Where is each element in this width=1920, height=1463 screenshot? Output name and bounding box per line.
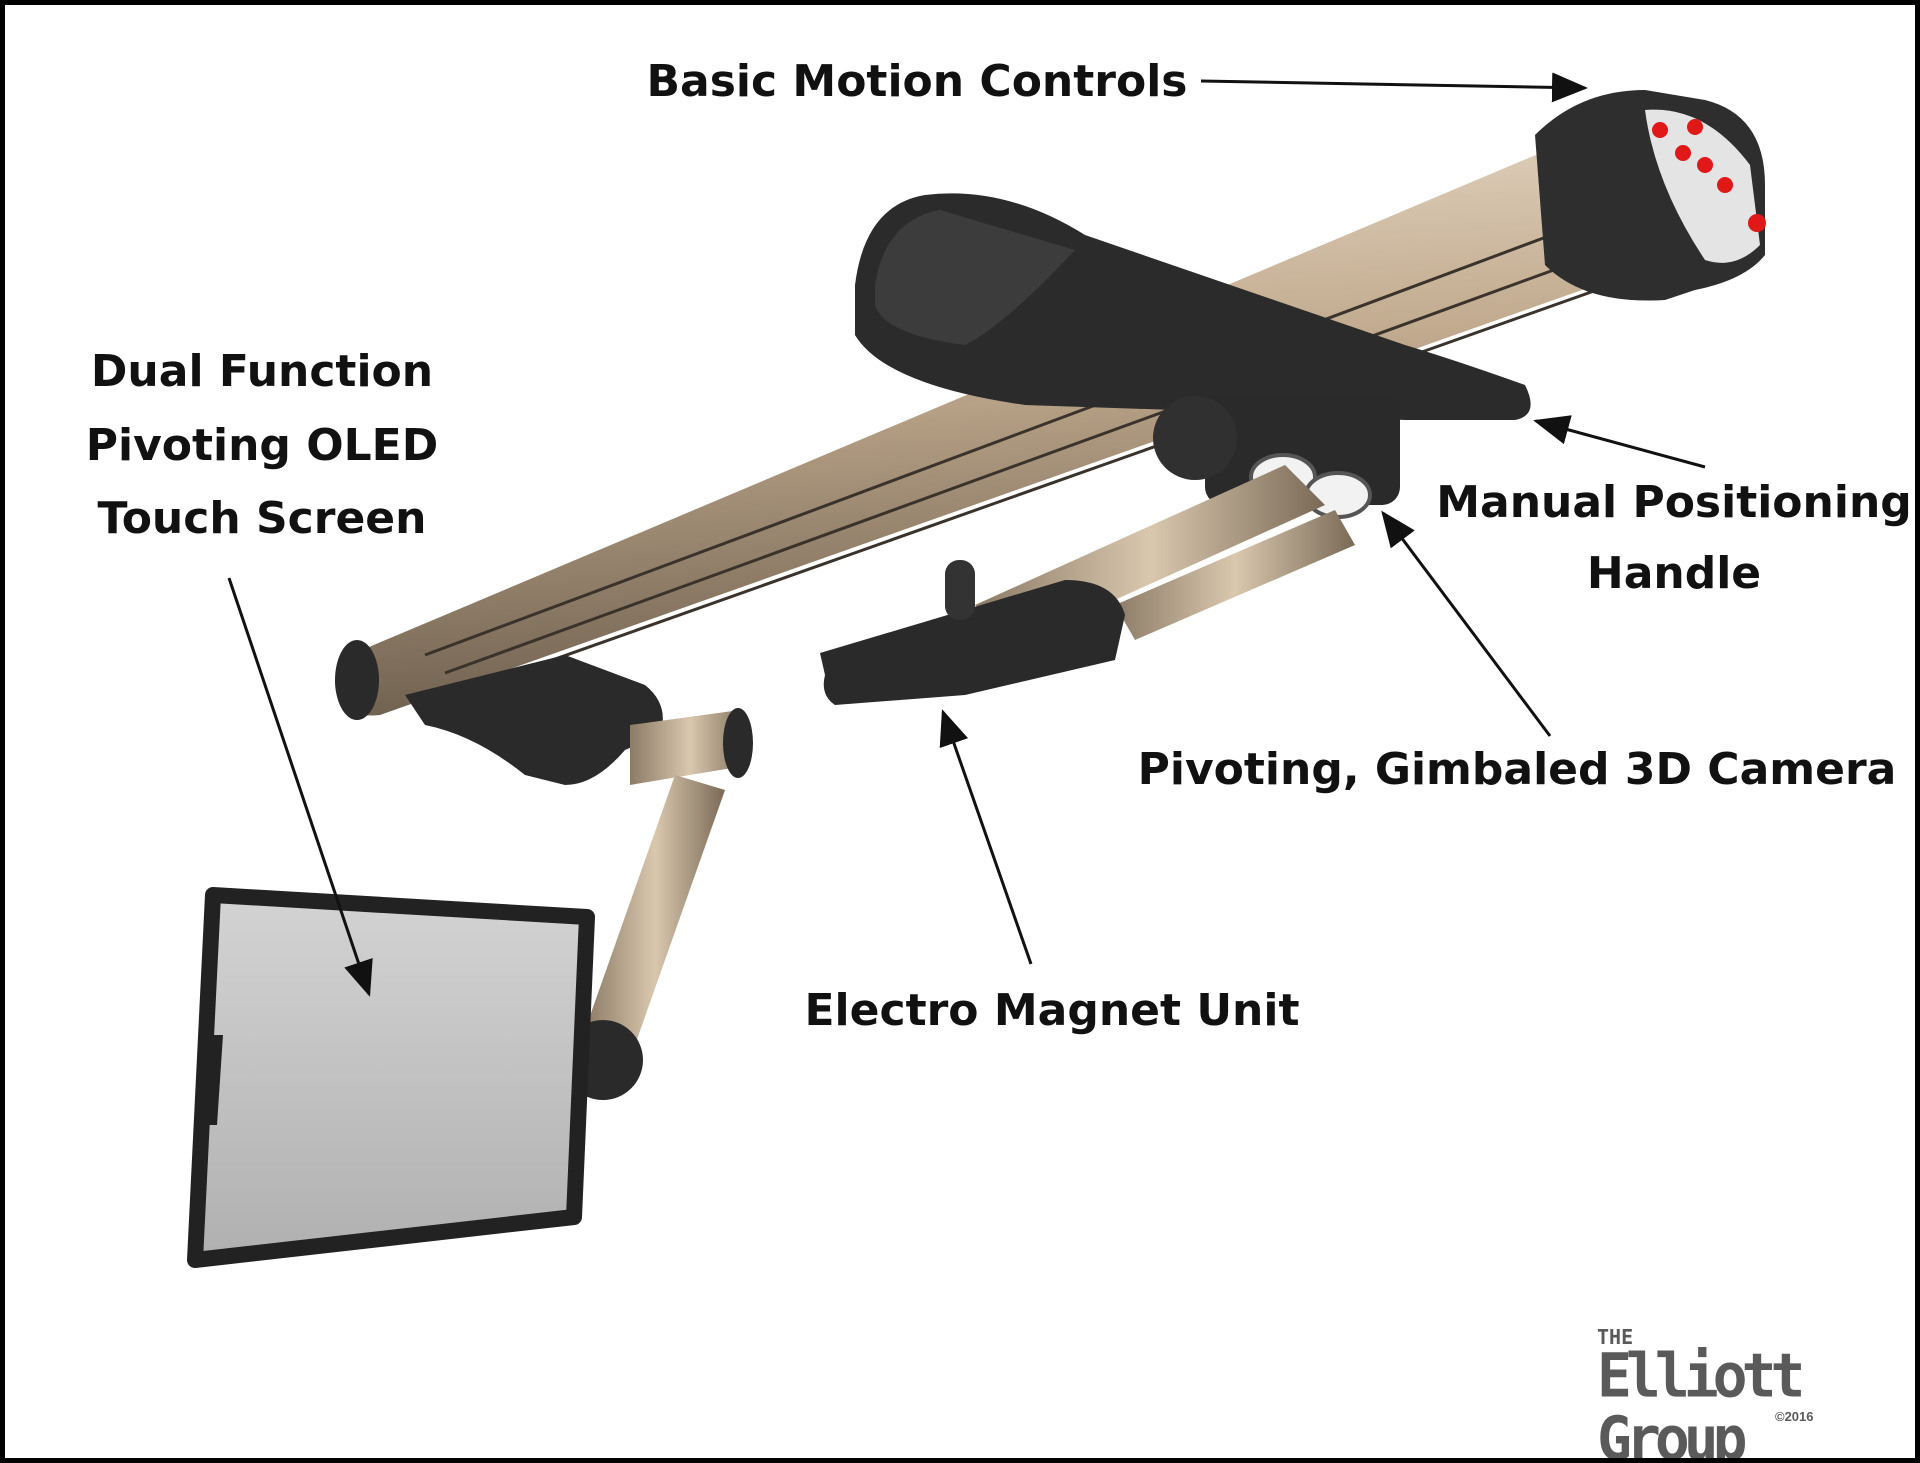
label-oled-line1: Dual Function [90, 346, 434, 397]
logo-name: Elliott Group [1597, 1339, 1805, 1463]
label-motion-controls: Basic Motion Controls [646, 56, 1188, 107]
control-button [1717, 177, 1733, 193]
label-camera: Pivoting, Gimbaled 3D Camera [1137, 744, 1897, 795]
logo-the: THE [1597, 1325, 1634, 1349]
rail-end-cap [335, 640, 379, 720]
arrow-magnet [939, 709, 1033, 965]
magnet-arm [1115, 510, 1355, 640]
label-oled-line3: Touch Screen [97, 493, 427, 544]
control-button [1687, 119, 1703, 135]
manual-positioning-handle [855, 193, 1531, 420]
control-button [1697, 157, 1713, 173]
device-illustration [187, 72, 1766, 1268]
screen-arm-upper [630, 710, 750, 785]
screen-arm-lower [585, 775, 725, 1045]
rail [335, 127, 1695, 716]
elliott-group-logo: THE Elliott Group ©2016 [1597, 1325, 1915, 1463]
arrow-handle [1533, 415, 1706, 469]
motion-controls-unit [1535, 90, 1766, 301]
control-button [1652, 122, 1668, 138]
label-magnet: Electro Magnet Unit [804, 985, 1300, 1036]
rail-groove [444, 253, 1596, 675]
electro-magnet-unit [820, 560, 1125, 705]
logo-copyright: ©2016 [1775, 1409, 1814, 1424]
label-handle-line2: Handle [1586, 548, 1762, 599]
control-button [1675, 145, 1691, 161]
arrow-camera [1381, 510, 1552, 737]
label-handle-line1: Manual Positioning [1436, 477, 1912, 528]
oled-touch-screen [187, 887, 595, 1268]
control-button [1748, 214, 1766, 232]
rail-groove [424, 228, 1566, 657]
arrow-oled-screen [227, 577, 373, 997]
label-oled-line2: Pivoting OLED [85, 420, 439, 471]
rail-bracket [405, 655, 663, 785]
rail-groove [464, 278, 1626, 693]
arrow-motion-controls [1200, 72, 1588, 103]
